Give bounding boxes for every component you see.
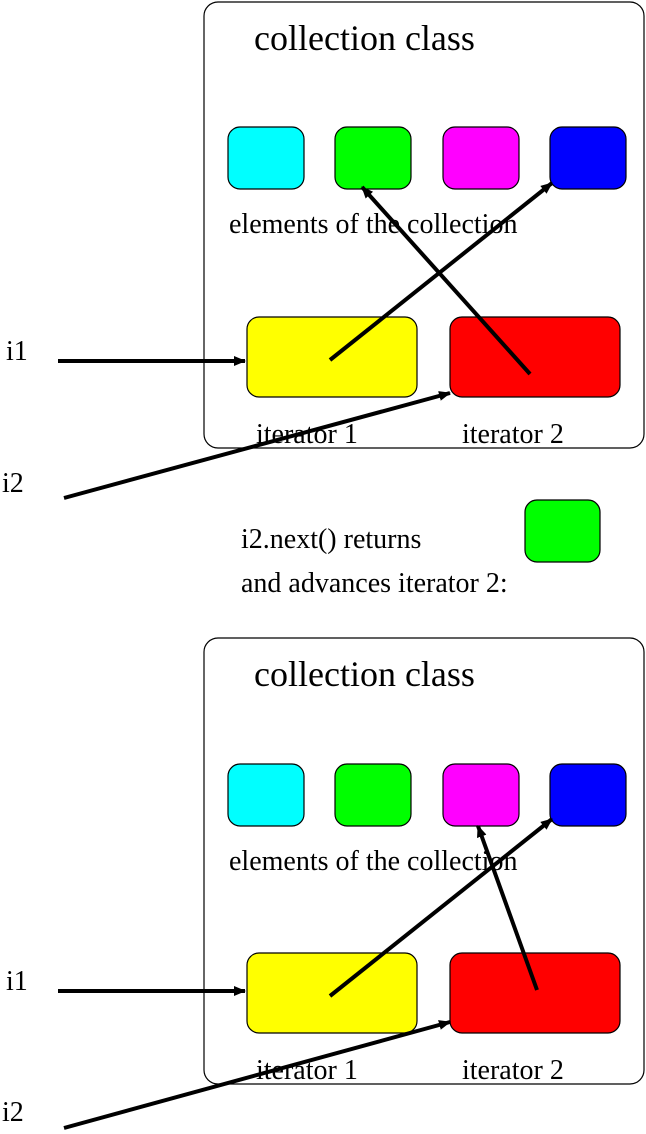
collection-class-title: collection class <box>254 18 475 58</box>
iterator-2-box <box>449 316 621 398</box>
i2-variable-label: i2 <box>2 1097 24 1128</box>
iterator-2-pointer-arrow <box>360 185 532 376</box>
element-cyan <box>227 126 305 190</box>
i2-reference-arrow <box>63 391 451 500</box>
element-blue <box>549 763 627 827</box>
iterator-2-box <box>449 952 621 1034</box>
panel-before: collection class elements of the collect… <box>203 1 645 450</box>
collection-class-box <box>203 637 645 1085</box>
collection-class-box <box>203 1 645 449</box>
caption: i2.next() returns and advances iterator … <box>241 499 601 599</box>
element-magenta <box>442 763 520 827</box>
elements-label: elements of the collection <box>229 846 517 877</box>
iterator-1-pointer-arrow <box>328 817 554 998</box>
element-blue <box>549 126 627 190</box>
caption-line-1: i2.next() returns <box>241 524 421 555</box>
element-cyan <box>227 763 305 827</box>
i2-variable-label: i2 <box>2 468 24 499</box>
i1-variable-label: i1 <box>6 336 28 367</box>
element-green <box>334 126 412 190</box>
returned-element-green <box>524 499 601 563</box>
iterator-2-label: iterator 2 <box>462 1055 564 1086</box>
caption-line-2: and advances iterator 2: <box>241 568 508 599</box>
i2-reference-arrow <box>63 1020 451 1130</box>
i1-variable-label: i1 <box>6 966 28 997</box>
panel-after: collection class elements of the collect… <box>203 637 645 1086</box>
iterator-1-pointer-arrow <box>328 181 554 362</box>
element-green <box>334 763 412 827</box>
iterator-2-pointer-arrow <box>476 825 539 991</box>
elements-label: elements of the collection <box>229 209 517 240</box>
element-magenta <box>442 126 520 190</box>
collection-class-title: collection class <box>254 654 475 694</box>
iterator-2-label: iterator 2 <box>462 419 564 450</box>
